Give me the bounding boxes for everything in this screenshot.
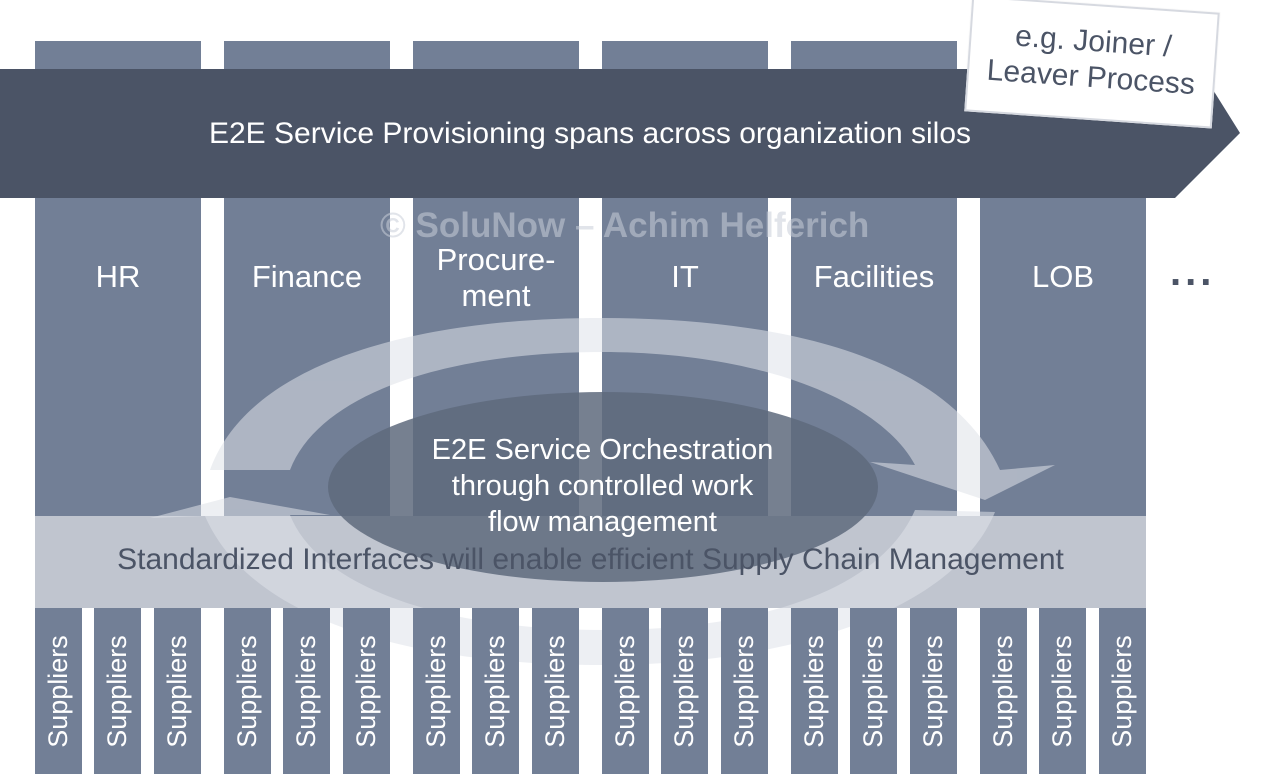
supplier-label: Suppliers xyxy=(988,634,1018,748)
supplier-label: Suppliers xyxy=(540,634,570,748)
silo-label-line-1: LOB xyxy=(1031,259,1095,294)
supplier-box: Suppliers xyxy=(1099,608,1146,774)
silo-label-line-1: HR xyxy=(95,259,141,294)
supplier-label: Suppliers xyxy=(858,634,888,748)
supplier-box: Suppliers xyxy=(721,608,768,774)
supplier-box: Suppliers xyxy=(35,608,82,774)
banner-text: E2E Service Provisioning spans across or… xyxy=(208,117,972,150)
supplier-box: Suppliers xyxy=(472,608,519,774)
supplier-box: Suppliers xyxy=(413,608,460,774)
supplier-box: Suppliers xyxy=(791,608,838,774)
note-text: e.g. Joiner / Leaver Process xyxy=(968,16,1216,105)
orchestration-line-1: E2E Service Orchestration xyxy=(431,434,774,466)
orchestration-ellipse xyxy=(328,392,878,582)
supplier-label: Suppliers xyxy=(1107,634,1137,748)
supplier-label: Suppliers xyxy=(291,634,321,748)
orchestration-line-2: through controlled work xyxy=(451,470,754,502)
supplier-box: Suppliers xyxy=(980,608,1027,774)
silo-label-finance: Finance xyxy=(224,259,390,295)
supplier-label: Suppliers xyxy=(799,634,829,748)
supplier-box: Suppliers xyxy=(1039,608,1086,774)
supplier-label: Suppliers xyxy=(232,634,262,748)
supplier-label: Suppliers xyxy=(480,634,510,748)
silo-label-line-1: IT xyxy=(671,259,699,294)
silo-column-lob xyxy=(980,198,1146,516)
silo-label-procurement: Procure- ment xyxy=(413,242,579,314)
silo-label-hr: HR xyxy=(35,259,201,295)
silo-label-line-1: Facilities xyxy=(813,259,935,294)
silo-label-line-1: Finance xyxy=(251,259,363,294)
silo-label-line-2: ment xyxy=(461,278,531,313)
supplier-label: Suppliers xyxy=(918,634,948,748)
orchestration-text: E2E Service Orchestration through contro… xyxy=(400,432,805,540)
supplier-box: Suppliers xyxy=(850,608,897,774)
orchestration-line-3: flow management xyxy=(488,506,717,538)
more-silos-ellipsis: ... xyxy=(1170,250,1216,294)
supplier-label: Suppliers xyxy=(421,634,451,748)
supplier-box: Suppliers xyxy=(94,608,141,774)
supplier-label: Suppliers xyxy=(162,634,192,748)
supplier-box: Suppliers xyxy=(283,608,330,774)
watermark: © SoluNow – Achim Helferich xyxy=(380,206,870,245)
supplier-box: Suppliers xyxy=(661,608,708,774)
cycle-arrow-top xyxy=(210,318,1055,500)
silo-label-lob: LOB xyxy=(980,259,1146,295)
supplier-label: Suppliers xyxy=(669,634,699,748)
supplier-label: Suppliers xyxy=(729,634,759,748)
supplier-box: Suppliers xyxy=(154,608,201,774)
supplier-box: Suppliers xyxy=(910,608,957,774)
interfaces-text: Standardized Interfaces will enable effi… xyxy=(117,543,1064,576)
supplier-label: Suppliers xyxy=(1047,634,1077,748)
supplier-box: Suppliers xyxy=(343,608,390,774)
silo-label-facilities: Facilities xyxy=(791,259,957,295)
supplier-label: Suppliers xyxy=(351,634,381,748)
supplier-box: Suppliers xyxy=(602,608,649,774)
supplier-label: Suppliers xyxy=(43,634,73,748)
silo-label-line-1: Procure- xyxy=(436,242,556,277)
silo-label-it: IT xyxy=(602,259,768,295)
supplier-box: Suppliers xyxy=(224,608,271,774)
supplier-box: Suppliers xyxy=(532,608,579,774)
note-card: e.g. Joiner / Leaver Process xyxy=(964,0,1220,129)
banner-arrow xyxy=(0,69,1240,198)
supplier-label: Suppliers xyxy=(610,634,640,748)
supplier-label: Suppliers xyxy=(102,634,132,748)
